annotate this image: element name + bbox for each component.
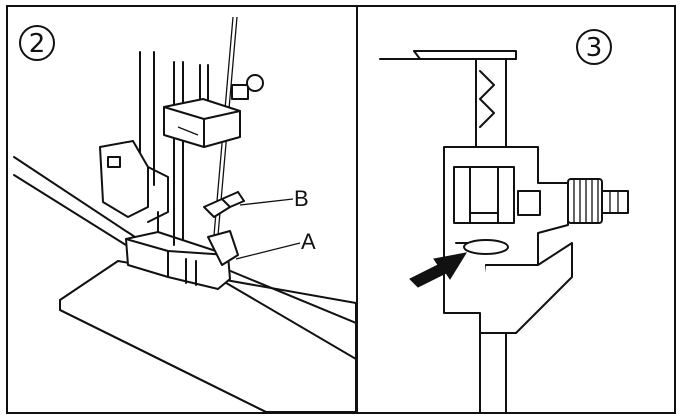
callout-b: B — [239, 186, 309, 211]
lower-guide — [455, 239, 573, 334]
step-number-3: 3 — [586, 33, 603, 63]
indicator-arrow — [409, 252, 468, 288]
label-a: A — [301, 229, 316, 254]
screw-b — [203, 191, 245, 218]
clamp-body — [443, 146, 569, 314]
presser-foot-illustration: 2 — [13, 16, 356, 412]
shank — [475, 58, 507, 412]
fabric — [59, 260, 356, 412]
presser-foot — [125, 211, 239, 290]
foot-detail-illustration: 3 — [379, 29, 629, 412]
panel-step-3: 3 — [356, 5, 676, 414]
panel-step-2: 2 — [6, 5, 358, 414]
step-number-2: 2 — [29, 29, 46, 59]
step-number-badge-2: 2 — [19, 25, 55, 61]
needle-clamp — [163, 74, 264, 148]
foot-holder — [99, 140, 169, 223]
top-rail — [379, 50, 517, 60]
label-b: B — [294, 186, 309, 211]
thumb-screw — [567, 178, 629, 224]
callout-a: A — [235, 229, 316, 260]
step-number-badge-3: 3 — [576, 29, 612, 65]
